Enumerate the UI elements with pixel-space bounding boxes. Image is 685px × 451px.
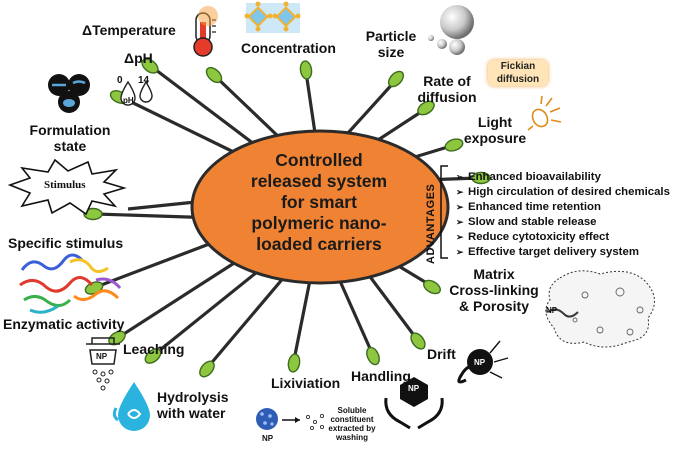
ph-label: ΔpH <box>124 50 153 66</box>
enzymatic-activity-label: Enzymatic activity <box>3 316 125 332</box>
light-bulb-icon <box>527 95 562 131</box>
drift-icon <box>457 340 509 384</box>
advantages-list: ➢Enhanced bioavailability ➢High circulat… <box>456 170 670 260</box>
ph-high-label: 14 <box>138 75 150 86</box>
enzyme-structure-icon <box>19 253 122 314</box>
handling-label: Handling <box>351 368 411 384</box>
matrix-np-label: NP <box>546 306 558 315</box>
drift-label: Drift <box>427 346 456 362</box>
center-line-5: loaded carriers <box>256 234 382 254</box>
advantage-item: ➢Reduce cytotoxicity effect <box>456 231 610 243</box>
water-drop-icon <box>112 382 150 431</box>
center-line-2: released system <box>250 171 388 191</box>
advantage-item: ➢Enhanced time retention <box>456 201 601 213</box>
advantage-item: ➢Enhanced bioavailability <box>456 171 601 183</box>
advantage-item: ➢High circulation of desired chemicals <box>456 186 670 198</box>
specific-stimulus-label: Specific stimulus <box>8 235 124 251</box>
ph-low-label: 0 <box>117 75 123 86</box>
stimulus-burst-shape <box>7 158 127 216</box>
center-ellipse <box>190 129 450 285</box>
concentration-label: Concentration <box>241 40 336 56</box>
lixiviation-label: Lixiviation <box>271 375 341 391</box>
ph-drop-icon <box>120 80 153 106</box>
center-line-4: polymeric nano- <box>251 213 387 233</box>
porous-matrix-icon <box>545 270 655 348</box>
handling-np-label: NP <box>408 384 420 393</box>
leaching-np-label: NP <box>96 352 108 361</box>
center-line-3: for smart <box>281 192 357 212</box>
thermometer-icon <box>193 6 218 57</box>
handling-hands-icon <box>384 377 444 430</box>
advantage-item: ➢Effective target delivery system <box>456 246 639 258</box>
lixiviation-np-label: NP <box>262 434 274 443</box>
advantage-item: ➢Slow and stable release <box>456 216 597 228</box>
advantages-title: ADVANTAGES <box>425 183 437 264</box>
leaching-label: Leaching <box>123 341 185 357</box>
leaching-container-icon <box>86 337 120 391</box>
advantages-bracket <box>440 165 448 259</box>
spoke-nodes <box>83 58 491 378</box>
temperature-label: ΔTemperature <box>82 22 176 38</box>
lixiviation-np-icon <box>256 408 325 431</box>
formulation-state-icon <box>48 74 90 113</box>
ph-drop-label: pH <box>123 96 134 105</box>
center-line-1: Controlled <box>275 150 363 170</box>
stimulus-label: Stimulus <box>44 179 86 191</box>
drift-np-label: NP <box>474 358 486 367</box>
particle-spheres-icon <box>428 5 474 55</box>
spokes <box>95 65 479 369</box>
center-title: Controlled released system for smart pol… <box>207 150 431 255</box>
concentration-icon <box>244 1 301 33</box>
